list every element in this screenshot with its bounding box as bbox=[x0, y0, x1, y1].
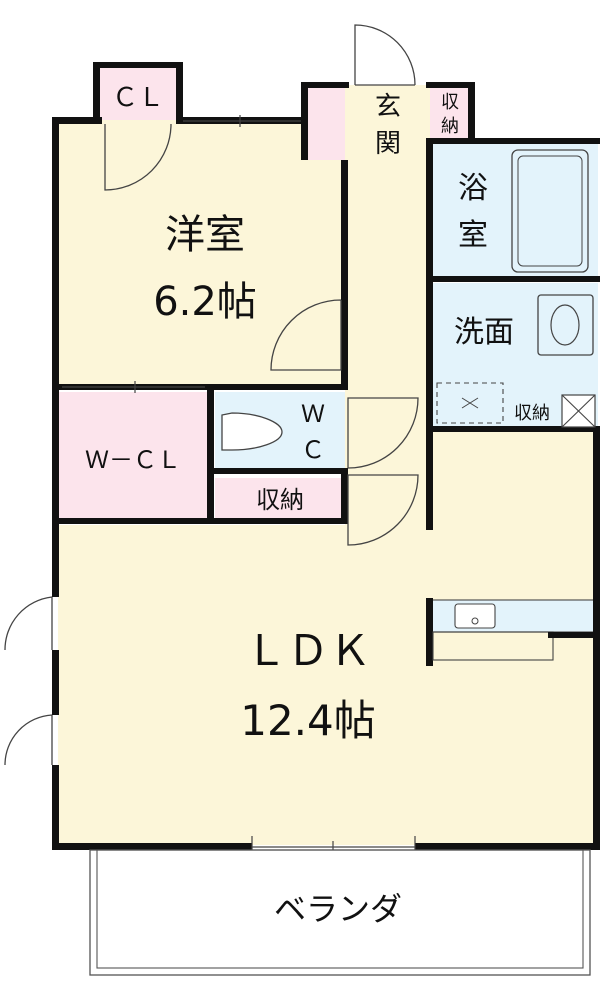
window-lower bbox=[4, 714, 53, 766]
wc-label-1: Ｗ bbox=[301, 400, 325, 428]
veranda-label: ベランダ bbox=[274, 890, 402, 928]
ldk-area bbox=[58, 525, 598, 845]
veranda-inner bbox=[96, 849, 584, 969]
ldk-door bbox=[347, 474, 419, 546]
bathtub-inner bbox=[517, 155, 583, 267]
washer-pan bbox=[436, 382, 504, 424]
genkan-label-1: 玄 bbox=[375, 92, 401, 122]
pipe-space-x2 bbox=[561, 394, 596, 428]
senmen-label: 洗面 bbox=[454, 315, 514, 350]
ldk-size: 12.4帖 bbox=[240, 696, 376, 745]
shoe-closet-area bbox=[305, 85, 345, 160]
toilet bbox=[221, 412, 283, 451]
shuno-top-area bbox=[430, 85, 472, 140]
washer-mark-2 bbox=[461, 397, 479, 409]
doors bbox=[4, 24, 419, 766]
corridor-area bbox=[345, 160, 430, 525]
kitchen-bar-wall bbox=[548, 632, 593, 638]
genkan-area bbox=[345, 85, 430, 160]
sink-drain bbox=[471, 617, 479, 625]
cl-area bbox=[97, 65, 179, 120]
youshitsu-size: 6.2帖 bbox=[153, 279, 257, 325]
shuno-center-area bbox=[215, 478, 345, 520]
wc-label-2: Ｃ bbox=[301, 436, 325, 464]
wc-door bbox=[347, 397, 419, 469]
shuno-right-label: 収納 bbox=[514, 403, 550, 424]
yokushitsu-label-1: 浴 bbox=[458, 171, 488, 206]
kitchen-bar bbox=[432, 631, 554, 661]
bathtub bbox=[511, 149, 589, 273]
genkan-label-2: 関 bbox=[375, 129, 401, 159]
cl-label: ＣＬ bbox=[112, 83, 164, 113]
entrance-door bbox=[354, 24, 416, 86]
wash-basin bbox=[537, 294, 594, 356]
youshitsu-door bbox=[270, 299, 342, 371]
yokushitsu-label-2: 室 bbox=[458, 218, 488, 253]
basin-bowl bbox=[550, 304, 580, 346]
veranda-outline bbox=[89, 849, 591, 976]
youshitsu-area bbox=[58, 120, 345, 388]
shuno-center-label: 収納 bbox=[256, 486, 304, 514]
cl-door bbox=[104, 123, 172, 191]
shuno-top-label-2: 納 bbox=[441, 116, 459, 137]
window-upper bbox=[4, 596, 53, 651]
youshitsu-name: 洋室 bbox=[165, 212, 245, 258]
wcl-label: Ｗ－ＣＬ bbox=[85, 446, 181, 474]
wcl-area bbox=[58, 392, 210, 520]
kitchen-sink bbox=[454, 603, 496, 629]
ldk-name: ＬＤＫ bbox=[245, 626, 371, 675]
shuno-top-label-1: 収 bbox=[441, 92, 459, 113]
ldk-upper-area bbox=[430, 430, 598, 530]
